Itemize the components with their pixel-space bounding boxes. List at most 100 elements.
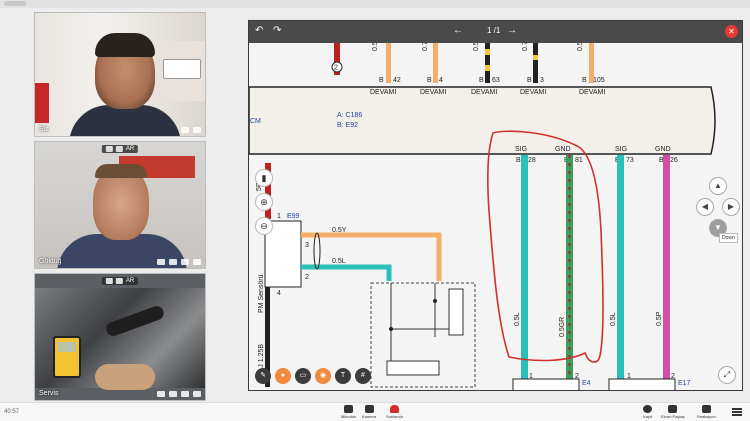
camera-icon[interactable] bbox=[105, 146, 113, 152]
top-wire-2 bbox=[433, 43, 438, 83]
app-logo bbox=[4, 1, 26, 6]
tile-toolbar: AR bbox=[101, 277, 139, 285]
continue-label: DEVAMI bbox=[420, 89, 446, 96]
top-wire-code: 0.5 bbox=[473, 41, 480, 51]
pan-left-icon[interactable]: ◀ bbox=[696, 198, 714, 216]
pip-icon[interactable] bbox=[181, 127, 189, 133]
fullscreen-icon[interactable] bbox=[193, 259, 201, 265]
microphone-button[interactable]: Mikrofon bbox=[341, 405, 356, 419]
pan-right-icon[interactable]: ▶ bbox=[722, 198, 740, 216]
wire-code: 0.5GR bbox=[559, 317, 566, 337]
wiring-diagram[interactable]: 2 0.5 0.75F 0.5 0.75BY 0.5 B 42 B 4 B 63… bbox=[249, 21, 743, 391]
pin-name: SIG bbox=[515, 146, 527, 153]
menu-icon[interactable] bbox=[732, 408, 742, 416]
close-icon[interactable]: ✕ bbox=[725, 25, 738, 38]
multimeter-screen bbox=[58, 342, 76, 352]
pin-number: 26 bbox=[670, 157, 678, 164]
microphone-label: Mikrofon bbox=[341, 414, 357, 419]
camera-icon[interactable] bbox=[105, 278, 113, 284]
top-pin: B bbox=[527, 77, 532, 84]
undo-icon[interactable]: ↶ bbox=[255, 25, 264, 36]
wire-sig-1 bbox=[521, 155, 528, 380]
redo-icon[interactable]: ↷ bbox=[273, 25, 282, 36]
zoom-out-icon[interactable]: ⊖ bbox=[255, 217, 273, 235]
connector-ref-b: B: E92 bbox=[337, 122, 358, 129]
shape-tool-icon[interactable]: ▭ bbox=[295, 368, 311, 384]
junction-dot bbox=[389, 327, 393, 331]
ar-label[interactable]: AR bbox=[125, 278, 135, 284]
background-red-panel bbox=[35, 83, 49, 123]
participant-name: Göktuğ bbox=[39, 258, 62, 265]
text-tool-icon[interactable]: T bbox=[335, 368, 351, 384]
reactions-label: Reaksiyon bbox=[697, 414, 716, 419]
record-button[interactable]: Kayıt bbox=[643, 405, 652, 419]
sensor-wire-label: 0.5Y bbox=[332, 227, 347, 234]
top-pin-number: 105 bbox=[593, 77, 605, 84]
continue-label: DEVAMI bbox=[579, 89, 605, 96]
connector-pin: 1 bbox=[627, 373, 631, 380]
technician-hand bbox=[95, 364, 155, 390]
share-screen-button[interactable]: Ekran Paylaş bbox=[661, 405, 685, 419]
pin-name: GND bbox=[555, 146, 571, 153]
sensor-pin: 3 bbox=[305, 242, 309, 249]
user-icon[interactable] bbox=[115, 278, 123, 284]
top-wire-code: 0.5 bbox=[372, 41, 379, 51]
reactions-button[interactable]: Reaksiyon bbox=[697, 405, 716, 419]
wire-gnd-2 bbox=[663, 155, 670, 380]
color-picker-icon[interactable]: ● bbox=[275, 368, 291, 384]
pan-up-icon[interactable]: ▲ bbox=[709, 177, 727, 195]
top-pin-number: 63 bbox=[492, 77, 500, 84]
video-tile-goktug[interactable]: AR Göktuğ bbox=[34, 141, 206, 269]
camera-icon[interactable] bbox=[169, 259, 177, 265]
top-wire-3-stripe bbox=[485, 65, 490, 71]
top-wire-red bbox=[334, 43, 340, 75]
camera-button[interactable]: Kamera bbox=[362, 405, 376, 419]
prev-page-icon[interactable]: ← bbox=[453, 25, 463, 36]
fullscreen-icon[interactable] bbox=[193, 127, 201, 133]
grid-tool-icon[interactable]: # bbox=[355, 368, 371, 384]
zoom-in-icon[interactable]: ⊕ bbox=[255, 193, 273, 211]
trash-icon[interactable]: ▮ bbox=[255, 169, 273, 187]
pin-name: GND bbox=[655, 146, 671, 153]
wiring-diagram-panel[interactable]: 2 0.5 0.75F 0.5 0.75BY 0.5 B 42 B 4 B 63… bbox=[248, 20, 743, 391]
pen-tool-icon[interactable]: ✎ bbox=[255, 368, 271, 384]
participant-body bbox=[69, 105, 181, 136]
thumbs-up-icon bbox=[701, 405, 711, 413]
connector-pin: 1 bbox=[529, 373, 533, 380]
volume-icon[interactable] bbox=[157, 259, 165, 265]
call-control-bar: 40:57 Mikrofon Kamera Sonlandır Kayıt Ek… bbox=[0, 402, 750, 421]
participant-face bbox=[93, 166, 149, 240]
annotation-tools: ✎ ● ▭ ◉ T # bbox=[255, 368, 371, 384]
pin-letter: B bbox=[659, 157, 664, 164]
internal-resistor bbox=[386, 360, 440, 376]
internal-component bbox=[448, 288, 464, 336]
user-icon[interactable] bbox=[115, 146, 123, 152]
video-tile-servis[interactable]: AR Servis bbox=[34, 273, 206, 401]
bus-poster bbox=[163, 59, 201, 79]
ar-label[interactable]: AR bbox=[125, 146, 135, 152]
next-page-icon[interactable]: → bbox=[507, 25, 517, 36]
highlighter-icon[interactable]: ◉ bbox=[315, 368, 331, 384]
fullscreen-icon[interactable]: ⤢ bbox=[718, 366, 736, 384]
ecu-block bbox=[249, 86, 716, 155]
diagram-toolbar: ↶ ↷ ← 1 /1 → ✕ bbox=[249, 21, 742, 43]
fullscreen-icon[interactable] bbox=[193, 391, 201, 397]
video-tile-self[interactable]: Siz bbox=[34, 12, 206, 137]
pin-name: SIG bbox=[615, 146, 627, 153]
top-wire-3-stripe bbox=[485, 49, 490, 55]
top-bar bbox=[0, 0, 750, 8]
pip-icon[interactable] bbox=[181, 259, 189, 265]
top-pin: B bbox=[479, 77, 484, 84]
hangup-icon bbox=[390, 405, 400, 413]
pip-icon[interactable] bbox=[181, 391, 189, 397]
sensor-wire-red bbox=[265, 163, 271, 219]
marker-number: 2 bbox=[334, 65, 338, 72]
pan-down-icon[interactable]: ▼ bbox=[709, 219, 727, 237]
hangup-label: Sonlandır bbox=[386, 414, 404, 419]
zoom-tools: ▮ ⊕ ⊖ bbox=[255, 169, 273, 235]
volume-icon[interactable] bbox=[157, 391, 165, 397]
top-wire-4-stripe bbox=[533, 55, 538, 60]
camera-icon[interactable] bbox=[169, 391, 177, 397]
hangup-button[interactable]: Sonlandır bbox=[386, 405, 403, 419]
share-screen-label: Ekran Paylaş bbox=[661, 414, 685, 419]
